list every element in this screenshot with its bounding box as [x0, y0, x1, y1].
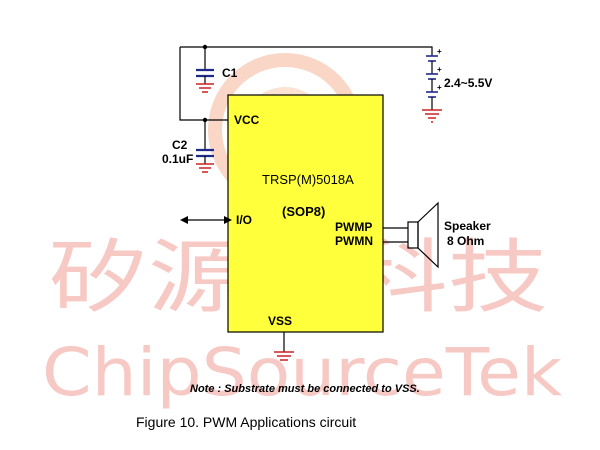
vcc-left-wire [179, 47, 228, 121]
speaker-label: Speaker [444, 219, 491, 233]
vss-ground [274, 332, 294, 361]
battery-plus-1: + [437, 47, 442, 56]
battery-voltage: 2.4~5.5V [444, 76, 492, 90]
speaker-icon [383, 201, 439, 269]
c2-label: C2 [172, 138, 188, 152]
watermark-english-text: ChipSourceTek [42, 334, 563, 411]
c2-value: 0.1uF [162, 152, 193, 166]
substrate-note: Note : Substrate must be connected to VS… [190, 383, 420, 395]
c1-label: C1 [222, 66, 238, 80]
battery [422, 55, 442, 123]
battery-plus-2: + [437, 65, 442, 74]
chip-package: (SOP8) [282, 204, 325, 219]
pin-vcc-label: VCC [234, 113, 260, 127]
figure-caption: Figure 10. PWM Applications circuit [136, 414, 356, 430]
pin-pwmp-label: PWMP [335, 220, 372, 234]
vcc-top-wire [180, 46, 433, 56]
speaker-value: 8 Ohm [447, 234, 484, 248]
pin-pwmn-label: PWMN [335, 234, 373, 248]
pin-io-label: I/O [236, 213, 252, 227]
pin-vss-label: VSS [268, 314, 292, 328]
chip-body [227, 94, 384, 333]
io-arrow-icon [180, 216, 232, 224]
capacitor-c1 [196, 47, 214, 93]
capacitor-c2 [196, 120, 214, 173]
chip-name: TRSP(M)5018A [262, 172, 354, 187]
battery-plus-3: + [437, 83, 442, 92]
